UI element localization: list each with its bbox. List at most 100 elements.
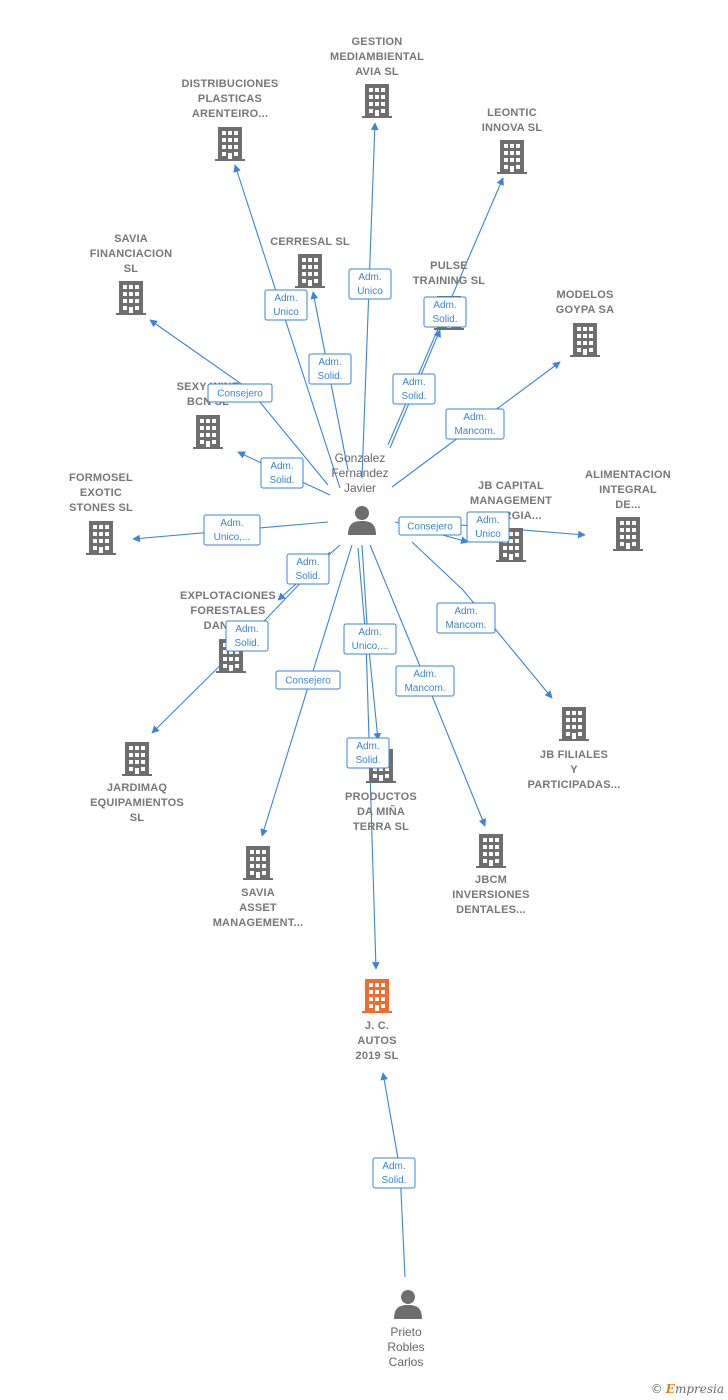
building-icon	[86, 521, 116, 555]
role-text: Adm.	[296, 557, 319, 568]
role-text: Consejero	[285, 676, 331, 687]
role-text: Adm.	[274, 293, 297, 304]
company-name-line: LEONTIC	[487, 107, 537, 119]
role-label-prieto-jcautos[interactable]: Adm.Solid.	[372, 1157, 416, 1189]
company-node-jbfiliales[interactable]: JB FILIALESYPARTICIPADAS...	[527, 707, 620, 791]
brand-logo-initial: E	[665, 1382, 675, 1396]
relation-edge-gonzalez-savia_asset	[260, 544, 353, 837]
building-icon	[116, 281, 146, 315]
role-text: Solid.	[234, 638, 259, 649]
company-name-line: FINANCIACION	[90, 248, 172, 260]
person-name-line: Fernandez	[331, 466, 388, 480]
company-node-jbcm[interactable]: JBCM INVERSIONES DENTALES...	[452, 834, 529, 916]
role-box	[260, 457, 304, 489]
role-box	[264, 289, 308, 321]
role-label-gonzalez-productos[interactable]: Adm.Unico,...	[343, 623, 397, 655]
role-label-gonzalez-leontic[interactable]: Adm.Solid.	[423, 296, 467, 328]
relation-edge-gonzalez-gestion	[361, 122, 379, 479]
company-name-line: JBCM	[475, 874, 507, 886]
company-name-line: GOYPA SA	[556, 304, 614, 316]
company-name-line: PULSE	[430, 260, 468, 272]
company-node-savia_asset[interactable]: SAVIAASSETMANAGEMENT...	[213, 846, 304, 929]
role-label-gonzalez-sexy[interactable]: Adm.Solid.	[260, 457, 304, 489]
role-text: Mancom.	[404, 683, 445, 694]
company-name-line: MEDIAMBIENTAL	[330, 51, 424, 63]
company-node-alimentacion[interactable]: ALIMENTACIONINTEGRALDE...	[585, 469, 671, 551]
role-label-gonzalez-jbcapital[interactable]: Consejero	[398, 516, 462, 536]
person-icon	[348, 506, 376, 535]
role-label-gonzalez-savia_fin[interactable]: Consejero	[207, 383, 273, 403]
company-name-line: PARTICIPADAS...	[527, 779, 620, 791]
building-icon	[295, 254, 325, 288]
role-label-gonzalez-jcautos[interactable]: Adm.Solid.	[346, 737, 390, 769]
company-name-line: DENTALES...	[456, 904, 526, 916]
role-text: Adm.	[358, 627, 381, 638]
company-node-cerresal[interactable]: CERRESAL SL	[270, 236, 350, 288]
role-label-gonzalez-jbcm[interactable]: Adm. Mancom.	[395, 665, 455, 697]
company-name-line: ASSET	[239, 902, 277, 914]
brand-logo-text: mpresia	[674, 1382, 724, 1396]
role-text: Unico	[475, 529, 501, 540]
copyright-symbol: ©	[650, 1382, 663, 1396]
role-box	[207, 383, 273, 403]
building-icon	[476, 834, 506, 868]
company-name-line: INTEGRAL	[599, 484, 657, 496]
person-name-line: Gonzalez	[335, 451, 386, 465]
company-node-distribuciones[interactable]: DISTRIBUCIONESPLASTICASARENTEIRO...	[182, 78, 279, 161]
role-box	[346, 737, 390, 769]
company-name-line: SAVIA	[114, 233, 148, 245]
role-text: Mancom.	[445, 620, 486, 631]
role-text: Adm.	[476, 515, 499, 526]
building-icon	[122, 742, 152, 776]
building-icon	[362, 979, 392, 1013]
building-icon	[570, 323, 600, 357]
role-label-gonzalez-explotaciones[interactable]: Adm.Solid.	[286, 553, 330, 585]
company-name-line: PLASTICAS	[198, 93, 262, 105]
role-box	[275, 670, 341, 690]
company-name-line: 2019 SL	[356, 1050, 399, 1062]
building-icon	[497, 140, 527, 174]
company-name-line: ARENTEIRO...	[192, 108, 268, 120]
company-name-line: TRAINING SL	[413, 275, 486, 287]
role-label-gonzalez-jbfiliales[interactable]: Adm.Mancom.	[436, 602, 496, 634]
role-box	[225, 620, 269, 652]
person-name-line: Robles	[387, 1340, 424, 1354]
role-label-gonzalez-pulse[interactable]: Adm.Solid.	[392, 373, 436, 405]
role-box	[343, 623, 397, 655]
role-text: Solid.	[355, 755, 380, 766]
role-label-gonzalez-jardimaq[interactable]: Adm.Solid.	[225, 620, 269, 652]
company-node-pulse[interactable]: PULSE TRAINING SL	[413, 260, 486, 330]
role-text: Adm.	[402, 377, 425, 388]
building-icon	[362, 84, 392, 118]
role-label-gonzalez-alimentacion[interactable]: Adm. Unico	[466, 511, 510, 543]
role-box	[466, 511, 510, 543]
building-icon	[193, 415, 223, 449]
company-name-line: INVERSIONES	[452, 889, 529, 901]
role-label-gonzalez-distribuciones[interactable]: Adm.Unico	[264, 289, 308, 321]
role-label-gonzalez-modelos[interactable]: Adm.Mancom.	[445, 408, 505, 440]
role-box	[286, 553, 330, 585]
role-label-gonzalez-savia_asset[interactable]: Consejero	[275, 670, 341, 690]
role-text: Adm.	[318, 357, 341, 368]
role-box	[445, 408, 505, 440]
role-box	[392, 373, 436, 405]
company-name-line: EXOTIC	[80, 487, 122, 499]
role-label-gonzalez-cerresal[interactable]: Adm.Solid.	[308, 353, 352, 385]
role-text: Consejero	[217, 389, 263, 400]
person-name-line: Carlos	[389, 1355, 424, 1369]
role-text: Adm.	[413, 669, 436, 680]
role-label-gonzalez-gestion[interactable]: Adm.Unico	[348, 268, 392, 300]
role-box	[423, 296, 467, 328]
role-label-gonzalez-formosel[interactable]: Adm.Unico,...	[203, 514, 261, 546]
